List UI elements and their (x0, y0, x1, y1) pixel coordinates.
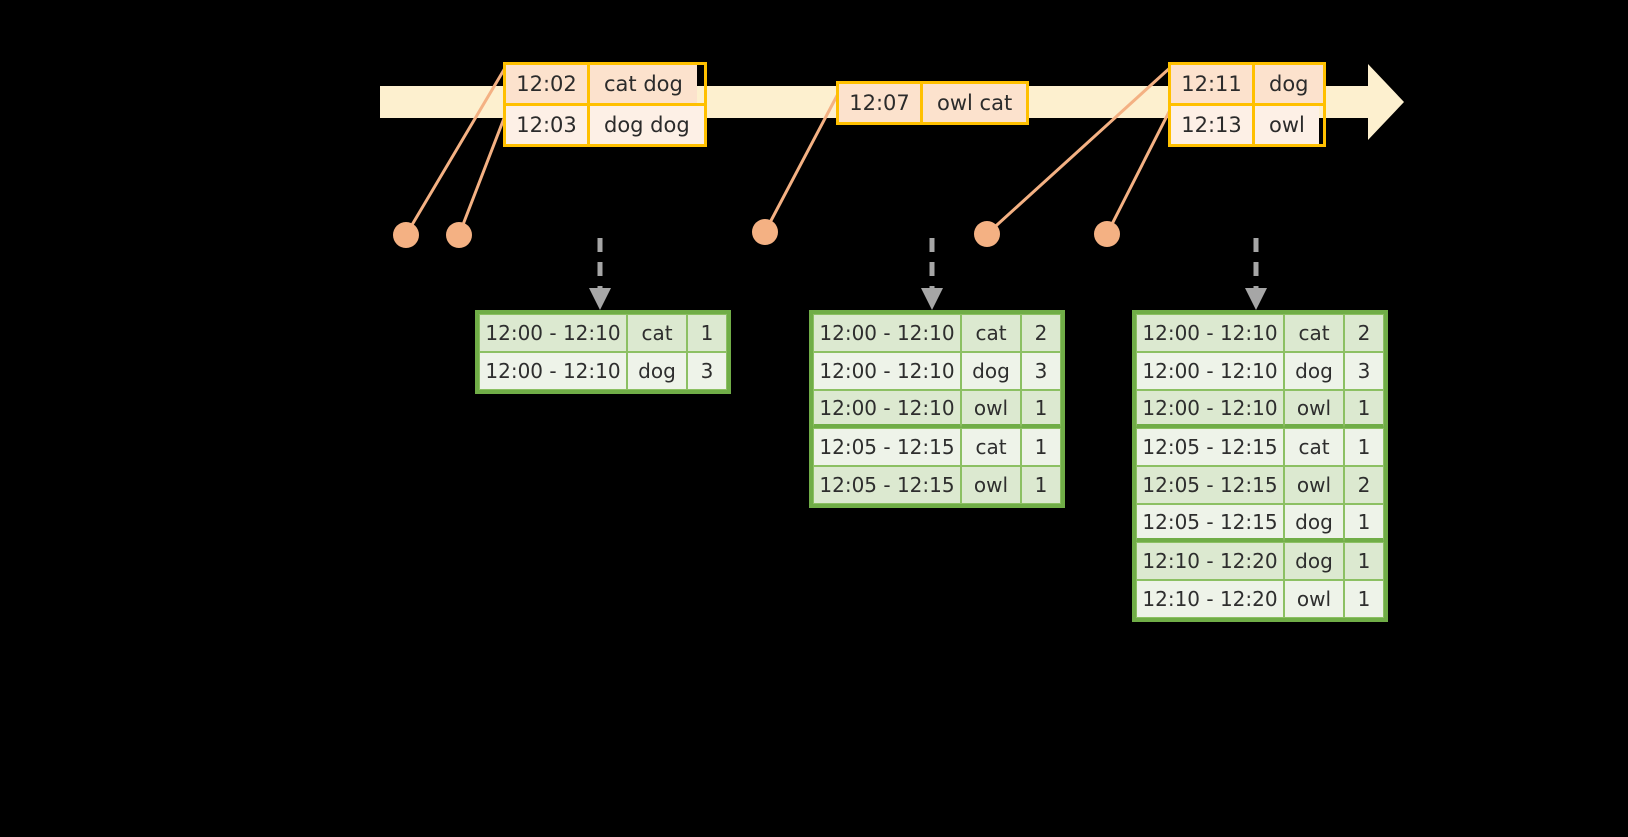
event-words: dog dog (590, 106, 704, 144)
word-cell: owl (1284, 390, 1344, 428)
connector-2 (457, 106, 510, 237)
count-cell: 2 (1344, 314, 1384, 352)
event-words: owl cat (923, 84, 1027, 122)
window-cell: 12:00 - 12:10 (813, 314, 961, 352)
word-cell: dog (1284, 352, 1344, 390)
word-cell: dog (1284, 542, 1344, 580)
count-cell: 2 (1021, 314, 1061, 352)
connector-lines (404, 64, 1174, 237)
window-cell: 12:05 - 12:15 (1136, 504, 1284, 542)
word-cell: dog (1284, 504, 1344, 542)
window-cell: 12:00 - 12:10 (1136, 352, 1284, 390)
connector-4 (985, 64, 1174, 236)
event-dot-1 (393, 222, 419, 248)
word-cell: owl (961, 466, 1021, 504)
count-cell: 1 (687, 314, 727, 352)
word-cell: owl (1284, 580, 1344, 618)
event-time: 12:07 (839, 84, 923, 122)
count-cell: 3 (1344, 352, 1384, 390)
event-words: cat dog (590, 65, 697, 103)
count-cell: 1 (1021, 466, 1061, 504)
connector-1 (404, 66, 507, 237)
window-cell: 12:00 - 12:10 (479, 314, 627, 352)
connector-5 (1105, 104, 1174, 236)
count-cell: 1 (1021, 390, 1061, 428)
event-words: dog (1255, 65, 1323, 103)
event-dot-3 (752, 219, 778, 245)
count-cell: 3 (687, 352, 727, 390)
word-cell: dog (627, 352, 687, 390)
window-cell: 12:05 - 12:15 (813, 428, 961, 466)
window-cell: 12:00 - 12:10 (1136, 390, 1284, 428)
window-cell: 12:10 - 12:20 (1136, 542, 1284, 580)
down-arrows (589, 238, 1267, 310)
word-cell: cat (961, 428, 1021, 466)
connector-3 (763, 88, 842, 234)
down-arrow-2 (921, 238, 943, 310)
window-cell: 12:00 - 12:10 (1136, 314, 1284, 352)
count-cell: 1 (1344, 428, 1384, 466)
event-time: 12:02 (506, 65, 590, 103)
count-cell: 1 (1344, 504, 1384, 542)
count-cell: 3 (1021, 352, 1061, 390)
count-cell: 1 (1344, 390, 1384, 428)
event-dot-2 (446, 222, 472, 248)
event-time: 12:11 (1171, 65, 1255, 103)
event-dots (393, 219, 1120, 248)
window-cell: 12:05 - 12:15 (813, 466, 961, 504)
count-cell: 1 (1344, 580, 1384, 618)
window-cell: 12:10 - 12:20 (1136, 580, 1284, 618)
window-cell: 12:05 - 12:15 (1136, 428, 1284, 466)
count-cell: 2 (1344, 466, 1384, 504)
word-cell: cat (627, 314, 687, 352)
event-time: 12:13 (1171, 106, 1255, 144)
word-cell: owl (1284, 466, 1344, 504)
word-cell: owl (961, 390, 1021, 428)
window-cell: 12:05 - 12:15 (1136, 466, 1284, 504)
count-cell: 1 (1021, 428, 1061, 466)
down-arrow-1 (589, 238, 611, 310)
count-cell: 1 (1344, 542, 1384, 580)
event-dot-5 (1094, 221, 1120, 247)
word-cell: cat (1284, 428, 1344, 466)
event-words: owl (1255, 106, 1319, 144)
word-cell: cat (961, 314, 1021, 352)
event-dot-4 (974, 221, 1000, 247)
window-cell: 12:00 - 12:10 (813, 390, 961, 428)
word-cell: dog (961, 352, 1021, 390)
down-arrow-3 (1245, 238, 1267, 310)
window-cell: 12:00 - 12:10 (813, 352, 961, 390)
event-time: 12:03 (506, 106, 590, 144)
word-cell: cat (1284, 314, 1344, 352)
window-cell: 12:00 - 12:10 (479, 352, 627, 390)
